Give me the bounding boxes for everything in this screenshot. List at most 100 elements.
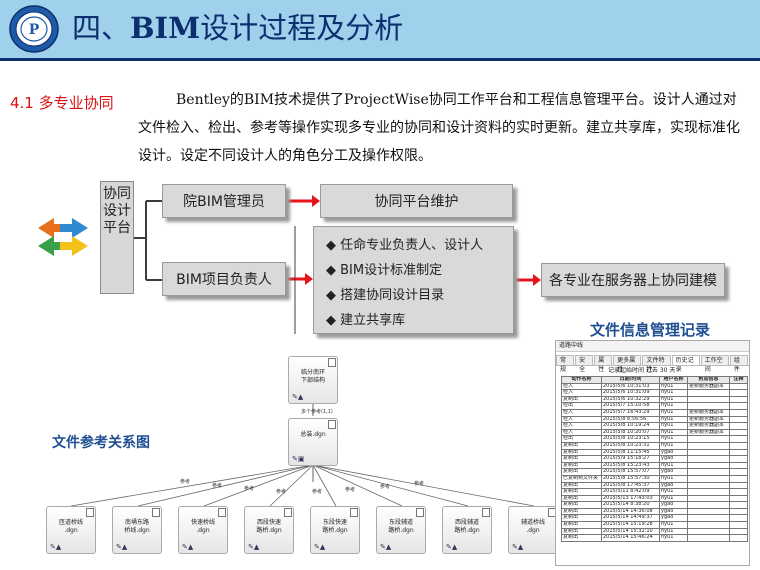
admin-box: 院BIM管理员 (162, 184, 286, 218)
table-cell: 复制出 (561, 488, 602, 496)
table-cell (687, 468, 730, 476)
child-node[interactable]: 西段快速 路桥.dgn✎▲ (244, 506, 294, 554)
table-cell: hyu1 (659, 488, 688, 496)
column-header[interactable]: 动作名称 (561, 376, 602, 384)
table-cell: 2015/5/8 11:15:45 (601, 448, 660, 457)
intro-paragraph: Bentley的BIM技术提供了ProjectWise协同工作平台和工程信息管理… (138, 92, 740, 164)
table-cell: hyu1 (659, 408, 688, 417)
pencil-icon: ✎▲ (248, 543, 260, 551)
tab-history[interactable]: 历史记录 (671, 355, 700, 373)
table-cell (729, 428, 748, 437)
table-cell: 更新服务器副本 (687, 415, 730, 424)
tab-more-attributes[interactable]: 更多属性 (613, 355, 642, 373)
column-header[interactable]: 用户名称 (659, 376, 688, 384)
child-node[interactable]: 快速桥线 .dgn✎▲ (178, 506, 228, 554)
top-reference-node[interactable]: 临分南环 下部结构✎▲ (288, 356, 338, 404)
record-window: 道路中线 常规 安全 属性 更多属性 文件特性 历史记录 工作空间 组件 记录起… (555, 340, 750, 566)
table-cell: hyu1 (659, 428, 688, 437)
tab-workspace[interactable]: 工作空间 (700, 355, 729, 373)
table-cell: ygao (659, 468, 688, 476)
table-cell: 2015/5/14 14:36:08 (601, 507, 660, 516)
table-cell (687, 488, 730, 496)
table-cell: 复制出 (561, 507, 602, 516)
document-icon (86, 508, 94, 517)
child-node[interactable]: 南埇东路 桥线.dgn✎▲ (112, 506, 162, 554)
edge-label: 参考 (345, 487, 356, 493)
university-seal-logo: P (9, 5, 59, 53)
svg-text:P: P (29, 22, 40, 38)
table-cell: hyu1 (659, 389, 688, 397)
table-cell (687, 435, 730, 443)
table-cell (687, 389, 730, 397)
table-cell (729, 534, 748, 542)
table-cell: 2015/5/7 16:43:29 (601, 408, 660, 417)
tab-file-properties[interactable]: 文件特性 (642, 355, 671, 373)
table-cell: 2015/5/7 15:10:58 (601, 402, 660, 410)
table-cell (687, 441, 730, 450)
tab-attributes[interactable]: 属性 (594, 355, 613, 373)
table-cell: hyu1 (659, 422, 688, 430)
pencil-icon: ✎▣ (292, 455, 305, 463)
tab-components[interactable]: 组件 (729, 355, 748, 373)
history-filter[interactable]: 记录起始时间 过去 30 天 (608, 367, 676, 374)
table-cell (729, 468, 748, 476)
table-cell: 2015/5/8 10:23:15 (601, 435, 660, 443)
table-cell: 2015/5/14 15:32:10 (601, 527, 660, 536)
child-node[interactable]: 西段辅道 路桥.dgn✎▲ (442, 506, 492, 554)
lead-task-item: ◆ 任命专业负责人、设计人 (326, 238, 484, 253)
table-cell: 复制出 (561, 534, 602, 542)
child-node[interactable]: 东段快速 路桥.dgn✎▲ (310, 506, 360, 554)
edge-label: 参考 (380, 484, 391, 490)
table-cell: 复制出 (561, 481, 602, 490)
edge-label: 参考 (212, 483, 223, 489)
pencil-icon: ✎▲ (446, 543, 458, 551)
page-title: 四、BIM设计过程及分析 (72, 11, 404, 45)
table-cell: 更新服务器副本 (687, 408, 730, 417)
pencil-icon: ✎▲ (380, 543, 392, 551)
child-node[interactable]: 东段辅道 路桥.dgn✎▲ (376, 506, 426, 554)
edge-label: 参考 (180, 479, 191, 485)
child-node[interactable]: 匝道桥线 .dgn✎▲ (46, 506, 96, 554)
master-node[interactable]: 总装.dgn✎▣ (288, 418, 338, 466)
table-cell: 更新服务器副本 (687, 428, 730, 437)
table-cell (729, 408, 748, 417)
table-cell: hyu1 (659, 415, 688, 424)
table-cell: 已复制到文件夹 (561, 474, 602, 483)
column-header[interactable]: 附加信息 (687, 376, 730, 384)
table-cell: 2015/5/13 17:43:03 (601, 494, 660, 503)
project-lead-box: BIM项目负责人 (162, 262, 286, 296)
column-header[interactable]: 注释 (729, 376, 748, 384)
table-cell: 2015/5/8 17:45:37 (601, 481, 660, 490)
table-cell: 检入 (561, 382, 602, 391)
column-header[interactable]: 日期/时间 (601, 376, 660, 384)
tab-security[interactable]: 安全 (575, 355, 594, 373)
lead-task-item: ◆ 建立共享库 (326, 313, 406, 328)
table-cell: 2015/5/8 15:23:43 (601, 461, 660, 470)
tab-general[interactable]: 常规 (556, 355, 575, 373)
child-node[interactable]: 辅道桥线 .dgn✎▲ (508, 506, 558, 554)
